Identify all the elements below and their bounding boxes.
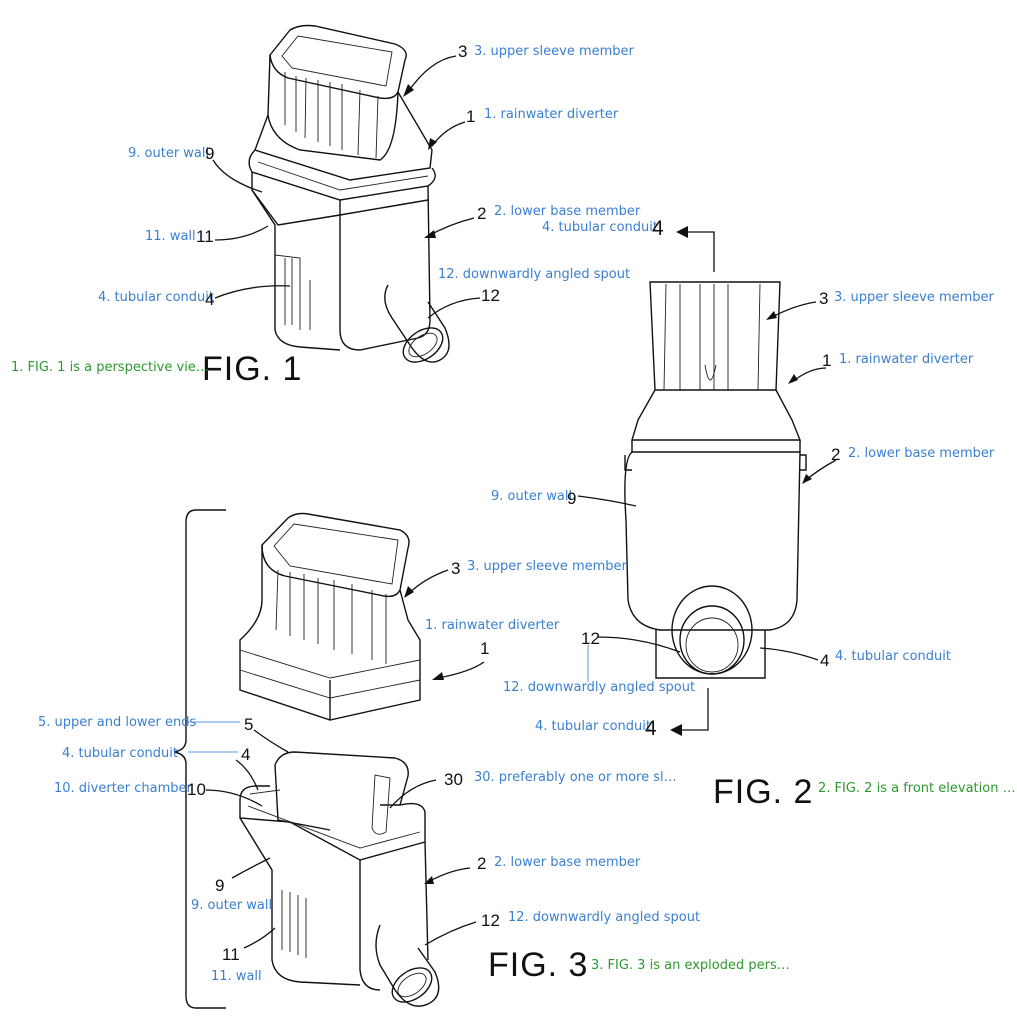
fig1-num-9: 9 bbox=[205, 144, 215, 163]
fig1-leaders bbox=[212, 55, 481, 319]
fig1-num-4: 4 bbox=[205, 290, 215, 309]
fig2-num-3: 3 bbox=[819, 289, 829, 308]
fig1-label-tubular-conduit: 4. tubular conduit bbox=[98, 290, 214, 305]
fig3-caption: 3. FIG. 3 is an exploded pers… bbox=[591, 958, 790, 973]
fig3-num-4: 4 bbox=[241, 745, 251, 764]
fig2-label-spout: 12. downwardly angled spout bbox=[503, 680, 696, 695]
fig3-label-outer-wall: 9. outer wall bbox=[191, 898, 273, 913]
fig2-num-2: 2 bbox=[831, 445, 841, 464]
fig1-label-outer-wall: 9. outer wall bbox=[128, 146, 210, 161]
fig3-title: FIG. 3 bbox=[488, 946, 589, 984]
fig3-num-9: 9 bbox=[215, 876, 225, 895]
fig1-label-spout: 12. downwardly angled spout bbox=[438, 267, 631, 282]
fig1-label-upper-sleeve: 3. upper sleeve member bbox=[474, 44, 634, 59]
fig2-num-1: 1 bbox=[822, 351, 832, 370]
fig1-label-wall: 11. wall bbox=[145, 229, 196, 244]
fig3-num-1: 1 bbox=[480, 639, 490, 658]
fig1-label-lower-base: 2. lower base member bbox=[494, 204, 641, 219]
fig3-leaders bbox=[188, 569, 485, 949]
fig2-diverter-drawing bbox=[624, 281, 807, 679]
fig2-title: FIG. 2 bbox=[713, 773, 814, 811]
fig3-num-30: 30 bbox=[444, 770, 463, 789]
fig2-label-tubular-conduit-side: 4. tubular conduit bbox=[835, 649, 951, 664]
fig3-label-spout: 12. downwardly angled spout bbox=[508, 910, 701, 925]
fig2-label-tubular-conduit-bottom: 4. tubular conduit bbox=[535, 719, 651, 734]
fig2-label-outer-wall: 9. outer wall bbox=[491, 489, 573, 504]
fig2-num-9: 9 bbox=[567, 489, 577, 508]
fig3-label-diverter-chamber: 10. diverter chamber bbox=[54, 781, 192, 796]
fig3-label-rainwater-diverter: 1. rainwater diverter bbox=[425, 618, 560, 633]
fig3-num-12: 12 bbox=[481, 911, 500, 930]
fig3-label-wall: 11. wall bbox=[211, 969, 262, 984]
fig2-label-tubular-conduit-top: 4. tubular conduit bbox=[542, 220, 658, 235]
fig2-label-upper-sleeve: 3. upper sleeve member bbox=[834, 290, 994, 305]
fig1-title: FIG. 1 bbox=[202, 350, 303, 388]
fig3-num-11: 11 bbox=[222, 945, 240, 964]
fig2-caption: 2. FIG. 2 is a front elevation … bbox=[818, 781, 1016, 796]
fig2-num-4-bottom: 4 bbox=[645, 717, 657, 740]
fig1-num-1: 1 bbox=[466, 107, 476, 126]
fig3-label-tubular-conduit: 4. tubular conduit bbox=[62, 746, 178, 761]
fig1-diverter-drawing bbox=[248, 24, 450, 363]
fig2-num-12: 12 bbox=[581, 629, 600, 648]
fig1-num-11: 11 bbox=[196, 227, 214, 246]
fig1-num-12: 12 bbox=[481, 286, 500, 305]
fig2-num-4-side: 4 bbox=[820, 651, 830, 670]
fig3-num-2: 2 bbox=[477, 854, 487, 873]
fig2-label-rainwater-diverter: 1. rainwater diverter bbox=[839, 352, 974, 367]
fig3-label-upper-lower-ends: 5. upper and lower ends bbox=[38, 715, 197, 730]
fig3-label-slots: 30. preferably one or more sl… bbox=[474, 770, 677, 785]
fig1-num-3: 3 bbox=[458, 42, 468, 61]
fig3-label-upper-sleeve: 3. upper sleeve member bbox=[467, 559, 627, 574]
fig3-num-5: 5 bbox=[244, 715, 254, 734]
fig3-num-10: 10 bbox=[187, 780, 206, 799]
fig3-diverter-drawing bbox=[173, 509, 440, 1009]
fig1-caption: 1. FIG. 1 is a perspective vie… bbox=[11, 360, 209, 375]
fig2-num-4-top: 4 bbox=[652, 217, 664, 240]
fig2-leaders bbox=[577, 226, 837, 736]
fig3-label-lower-base: 2. lower base member bbox=[494, 855, 641, 870]
fig3-num-3: 3 bbox=[451, 559, 461, 578]
fig1-num-2: 2 bbox=[477, 204, 487, 223]
fig2-label-lower-base: 2. lower base member bbox=[848, 446, 995, 461]
fig1-label-rainwater-diverter: 1. rainwater diverter bbox=[484, 107, 619, 122]
